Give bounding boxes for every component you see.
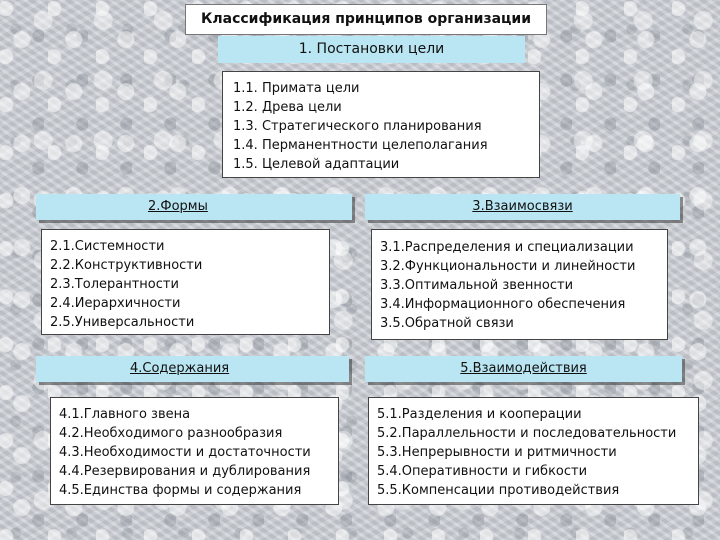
goal-principle-item: 1.5. Целевой адаптации (233, 157, 400, 172)
goal-principle-item: 1.2. Древа цели (233, 100, 342, 115)
diagram-title: Классификация принципов организации (185, 4, 547, 35)
content-principle-item: 4.2.Необходимого разнообразия (59, 426, 283, 441)
interaction-heading: 5.Взаимодействия (365, 356, 682, 382)
forms-principles-box: 2.1.Системности 2.2.Конструктивности 2.3… (41, 229, 330, 335)
goal-principle-item: 1.4. Перманентности целеполагания (233, 138, 488, 153)
relations-principles-box: 3.1.Распределения и специализации 3.2.Фу… (371, 229, 668, 340)
interaction-heading-label: 5.Взаимодействия (460, 361, 587, 376)
relations-heading: 3.Взаимосвязи (365, 194, 680, 220)
forms-principle-item: 2.2.Конструктивности (50, 258, 203, 273)
content-principle-item: 4.5.Единства формы и содержания (59, 483, 302, 498)
content-heading: 4.Содержания (36, 356, 349, 382)
forms-principle-item: 2.1.Системности (50, 239, 165, 254)
relations-principle-item: 3.4.Информационного обеспечения (380, 297, 626, 312)
interaction-principle-item: 5.3.Непрерывности и ритмичности (377, 445, 617, 460)
relations-heading-label: 3.Взаимосвязи (472, 199, 573, 214)
relations-principle-item: 3.2.Функциональности и линейности (380, 259, 636, 274)
relations-principle-item: 3.1.Распределения и специализации (380, 240, 634, 255)
interaction-principles-box: 5.1.Разделения и кооперации 5.2.Параллел… (368, 397, 699, 505)
content-heading-label: 4.Содержания (130, 361, 230, 376)
relations-principle-item: 3.3.Оптимальной звенности (380, 278, 574, 293)
interaction-principle-item: 5.5.Компенсации противодействия (377, 483, 620, 498)
interaction-principle-item: 5.1.Разделения и кооперации (377, 407, 582, 422)
content-principle-item: 4.3.Необходимости и достаточности (59, 445, 311, 460)
forms-heading-label: 2.Формы (148, 199, 208, 214)
forms-principle-item: 2.5.Универсальности (50, 315, 195, 330)
interaction-principle-item: 5.4.Оперативности и гибкости (377, 464, 588, 479)
content-principle-item: 4.4.Резервирования и дублирования (59, 464, 311, 479)
goal-setting-heading: 1. Постановки цели (218, 36, 525, 63)
relations-principle-item: 3.5.Обратной связи (380, 316, 514, 331)
content-principles-box: 4.1.Главного звена 4.2.Необходимого разн… (50, 397, 339, 505)
goal-principle-item: 1.1. Примата цели (233, 81, 360, 96)
goal-principles-box: 1.1. Примата цели 1.2. Древа цели 1.3. С… (222, 71, 540, 178)
goal-principle-item: 1.3. Стратегического планирования (233, 119, 482, 134)
forms-principle-item: 2.4.Иерархичности (50, 296, 181, 311)
forms-heading: 2.Формы (36, 194, 352, 220)
content-principle-item: 4.1.Главного звена (59, 407, 191, 422)
forms-principle-item: 2.3.Толерантности (50, 277, 179, 292)
interaction-principle-item: 5.2.Параллельности и последовательности (377, 426, 677, 441)
